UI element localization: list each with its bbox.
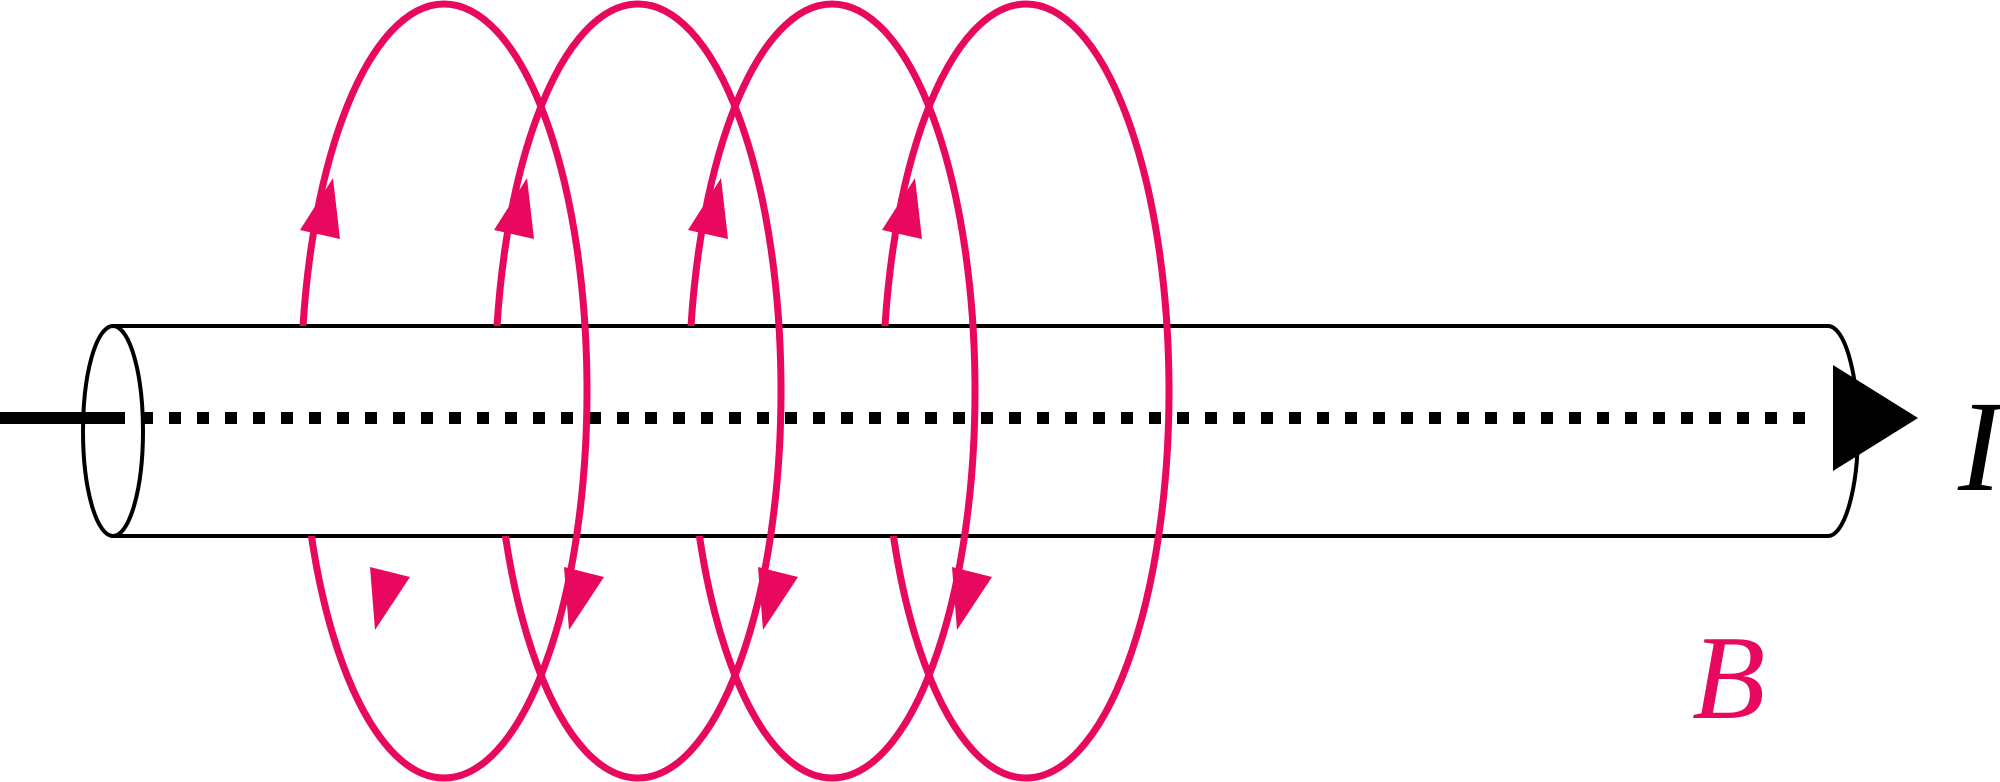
field-loop bbox=[685, 0, 979, 782]
field-arrow-up bbox=[300, 178, 340, 239]
field-arrow-down bbox=[370, 567, 410, 630]
field-loop-back-arc bbox=[297, 0, 445, 782]
field-loop-back-arc bbox=[685, 0, 833, 782]
field-loop-front-arc bbox=[443, 0, 591, 782]
field-arrow-up bbox=[688, 178, 728, 239]
field-arrow-down bbox=[952, 567, 992, 630]
field-loop-front-arc bbox=[637, 0, 785, 782]
field-loop bbox=[879, 0, 1173, 782]
field-arrow-down bbox=[758, 567, 798, 630]
field-loop-front-arc bbox=[1025, 0, 1173, 782]
current-label: I bbox=[1957, 375, 2000, 519]
field-loops bbox=[297, 0, 1173, 782]
field-arrow-up bbox=[882, 178, 922, 239]
field-loop-back-arc bbox=[879, 0, 1027, 782]
current-arrowhead bbox=[1833, 365, 1918, 471]
field-loop bbox=[297, 0, 591, 782]
field-loop bbox=[491, 0, 785, 782]
field-loop-back-arc bbox=[491, 0, 639, 782]
field-arrow-down bbox=[564, 567, 604, 630]
field-loop-front-arc bbox=[831, 0, 979, 782]
field-arrow-up bbox=[494, 178, 534, 239]
field-label: B bbox=[1692, 611, 1765, 744]
